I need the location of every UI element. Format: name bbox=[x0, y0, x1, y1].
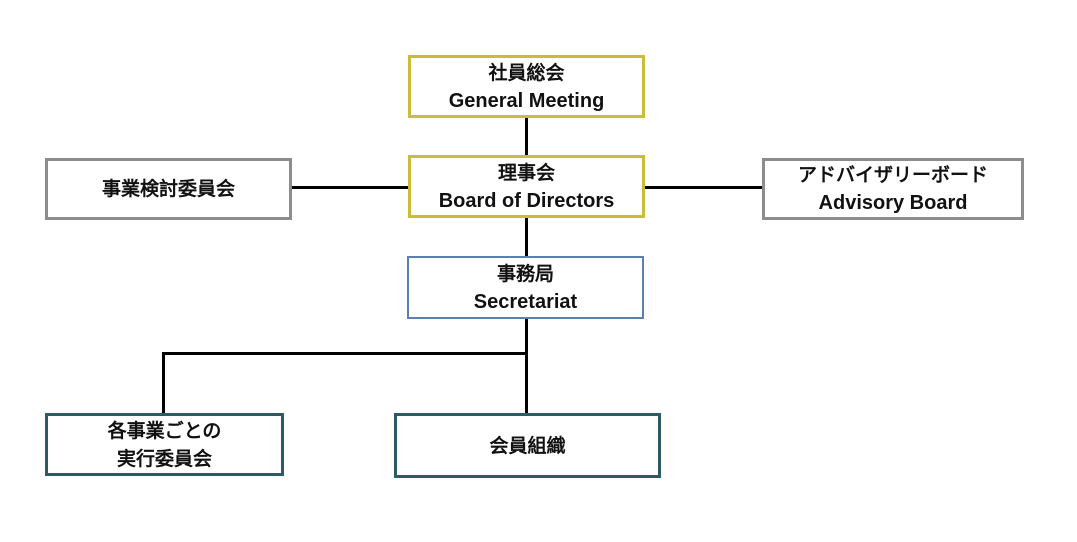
connector-branch-executive bbox=[162, 352, 165, 413]
node-business-review-committee[interactable]: 事業検討委員会 bbox=[45, 158, 292, 220]
node-general-meeting[interactable]: 社員総会 General Meeting bbox=[408, 55, 645, 118]
node-label-jp-line1: 各事業ごとの bbox=[107, 419, 222, 442]
node-label-en: Secretariat bbox=[473, 290, 578, 313]
connector-secretariat-down bbox=[525, 318, 528, 413]
node-label-jp-line2: 実行委員会 bbox=[116, 447, 212, 470]
node-board-of-directors[interactable]: 理事会 Board of Directors bbox=[408, 155, 645, 218]
node-label-en: General Meeting bbox=[448, 89, 605, 112]
connector-board-review-committee bbox=[291, 186, 408, 189]
node-member-organization[interactable]: 会員組織 bbox=[394, 413, 661, 478]
node-advisory-board[interactable]: アドバイザリーボード Advisory Board bbox=[762, 158, 1024, 220]
node-secretariat[interactable]: 事務局 Secretariat bbox=[407, 256, 644, 319]
node-label-jp: 事務局 bbox=[496, 262, 554, 285]
node-label-jp: アドバイザリーボード bbox=[797, 164, 988, 186]
node-label-jp: 理事会 bbox=[497, 161, 555, 184]
node-label-en: Board of Directors bbox=[438, 189, 615, 212]
node-label-en: Advisory Board bbox=[818, 192, 968, 214]
node-label-jp: 事業検討委員会 bbox=[101, 178, 235, 200]
node-label-jp: 社員総会 bbox=[488, 61, 565, 84]
node-label-jp: 会員組織 bbox=[489, 434, 566, 457]
connector-board-secretariat bbox=[525, 217, 528, 256]
node-executive-committees[interactable]: 各事業ごとの 実行委員会 bbox=[45, 413, 284, 476]
connector-board-advisory bbox=[644, 186, 762, 189]
connector-branch-horizontal bbox=[162, 352, 528, 355]
connector-general-meeting-board bbox=[525, 117, 528, 155]
